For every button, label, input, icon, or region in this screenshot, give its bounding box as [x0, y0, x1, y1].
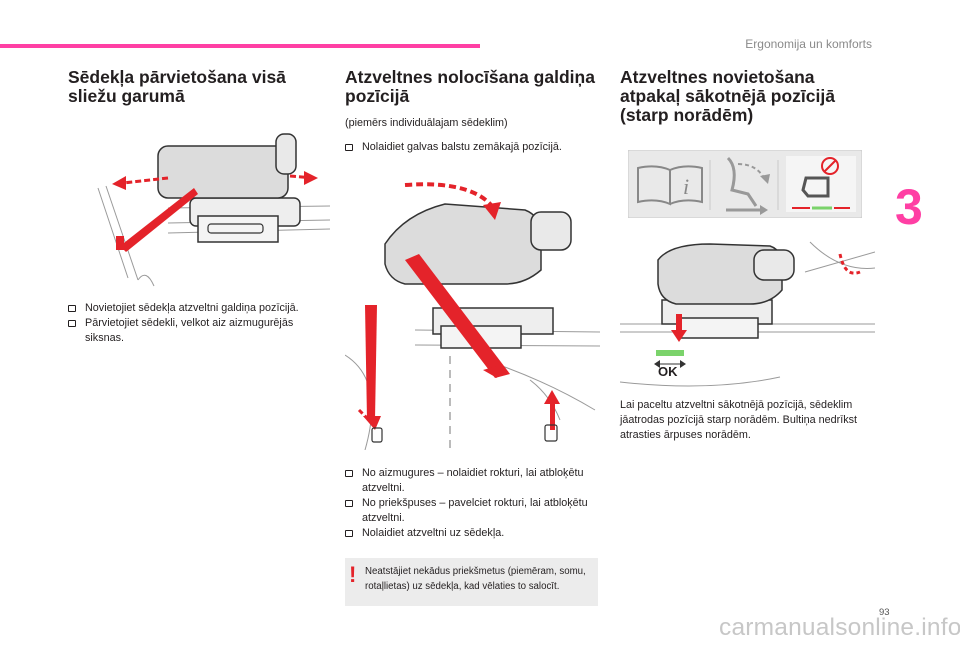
bullet-checkbox-icon: [68, 305, 76, 312]
svg-text:i: i: [683, 174, 689, 199]
list-item: No aizmugures – nolaidiet rokturi, lai a…: [345, 466, 600, 496]
header-accent-bar: [0, 44, 480, 48]
manual-book-icon: i: [637, 165, 703, 206]
column-fold-backrest: Atzveltnes nolocīšana galdiņa pozīcijā: [345, 68, 600, 106]
col2-intro: (piemērs individuālajam sēdeklim) Nolaid…: [345, 116, 600, 155]
fold-backrest-illustration: [345, 182, 600, 450]
restore-paragraph: Lai paceltu atzveltni sākotnējā pozīcijā…: [620, 399, 858, 441]
col3-paragraph-wrap: Lai paceltu atzveltni sākotnējā pozīcijā…: [620, 398, 870, 443]
column-restore-backrest: Atzveltnes novietošana atpakaļ sākotnējā…: [620, 68, 870, 125]
restore-backrest-illustration: [620, 241, 875, 387]
col1-bullets: Novietojiet sēdekļa atzveltni galdiņa po…: [68, 301, 330, 346]
section-header: Ergonomija un komforts: [745, 37, 872, 51]
bullet-checkbox-icon: [345, 530, 353, 537]
list-item: Nolaidiet atzveltni uz sēdekļa.: [345, 526, 600, 541]
page-number: 93: [879, 607, 890, 618]
list-item: Nolaidiet galvas balstu zemākajā pozīcij…: [345, 140, 600, 155]
seat-slide-illustration: [97, 133, 330, 287]
heading-restore-backrest: Atzveltnes novietošana atpakaļ sākotnējā…: [620, 67, 835, 125]
chapter-number: 3: [895, 179, 923, 235]
ok-label: OK: [658, 364, 678, 379]
warning-icon: !: [349, 562, 357, 587]
column-seat-slide: Sēdekļa pārvietošana visā sliežu garumā: [68, 68, 328, 106]
list-item: Novietojiet sēdekļa atzveltni galdiņa po…: [68, 301, 330, 316]
warning-box: ! Neatstājiet nekādus priekšmetus (piemē…: [345, 558, 598, 606]
note-example: (piemērs individuālajam sēdeklim): [345, 117, 508, 129]
bullet-checkbox-icon: [68, 320, 76, 327]
watermark: carmanualsonline.info: [719, 614, 960, 641]
heading-fold-backrest: Atzveltnes nolocīšana galdiņa pozīcijā: [345, 67, 595, 106]
seat-position-icon: [786, 156, 856, 212]
bullet-checkbox-icon: [345, 144, 353, 151]
list-item: Pārvietojiet sēdekli, velkot aiz aizmugu…: [68, 316, 330, 346]
warning-text: Neatstājiet nekādus priekšmetus (piemēra…: [365, 566, 586, 592]
col2-bullets: No aizmugures – nolaidiet rokturi, lai a…: [345, 466, 600, 541]
heading-seat-slide: Sēdekļa pārvietošana visā sliežu garumā: [68, 67, 286, 106]
bullet-checkbox-icon: [345, 500, 353, 507]
instruction-label-illustration: i: [628, 150, 862, 218]
list-item: No priekšpuses – pavelciet rokturi, lai …: [345, 496, 600, 526]
seat-adjust-icon: [726, 156, 770, 215]
bullet-checkbox-icon: [345, 470, 353, 477]
